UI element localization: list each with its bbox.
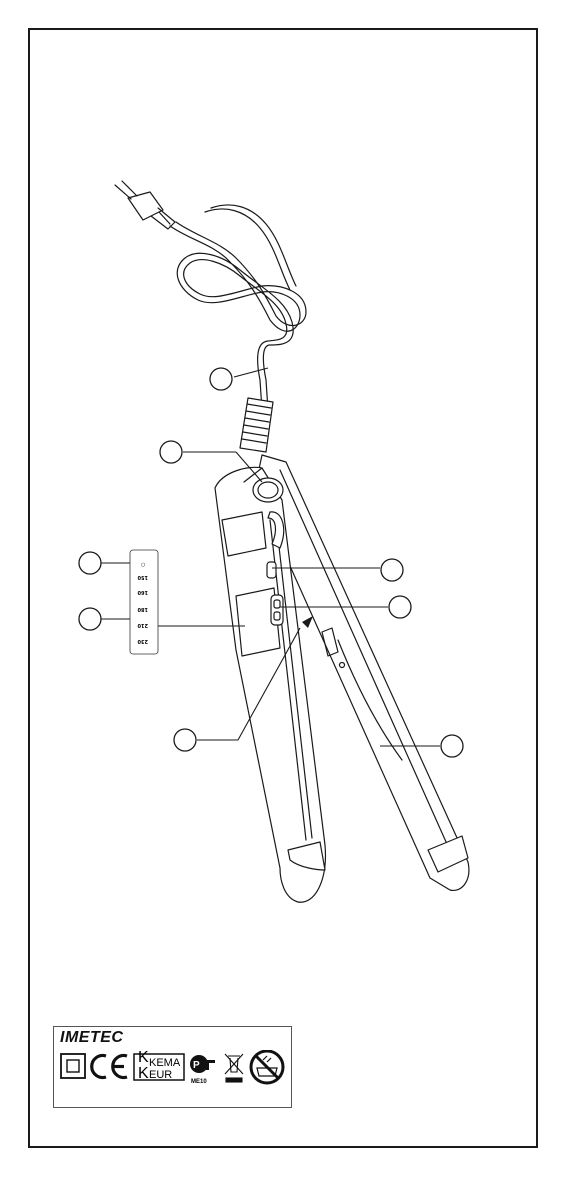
temp-level: 150 xyxy=(137,574,148,580)
temp-level: 160 xyxy=(137,589,148,595)
power-plug xyxy=(115,181,175,229)
callout-circle-selector xyxy=(389,596,411,618)
svg-text:K: K xyxy=(138,1050,149,1066)
callout-circle-switch xyxy=(381,559,403,581)
power-cord xyxy=(170,205,306,410)
weee-crossed-bin-icon xyxy=(225,1054,243,1082)
no-water-use-icon xyxy=(251,1051,283,1083)
gost-mark-icon: P ME10 xyxy=(190,1055,215,1085)
double-insulation-icon xyxy=(61,1054,85,1078)
svg-text:P: P xyxy=(193,1060,200,1071)
svg-text:K: K xyxy=(138,1065,149,1082)
callout-circle-swivel xyxy=(160,441,182,463)
temp-level: 180 xyxy=(137,606,148,612)
cord-strain-relief xyxy=(240,398,273,452)
kema-eur-mark-icon: K K KEMA EUR xyxy=(134,1050,184,1082)
temperature-scale-panel: ○ 150 160 180 210 230 xyxy=(101,550,158,654)
gost-code: ME10 xyxy=(191,1079,207,1085)
callout-circle-temp-scale xyxy=(79,608,101,630)
temp-level: 230 xyxy=(137,638,148,644)
callout-circle-lock xyxy=(174,729,196,751)
temp-indicator-symbol: ○ xyxy=(141,562,145,568)
callout-circle-cord xyxy=(210,368,232,390)
callout-circle-plate xyxy=(441,735,463,757)
kema-line-2: EUR xyxy=(149,1069,172,1081)
callout-circle-indicator xyxy=(79,552,101,574)
ce-mark-icon xyxy=(92,1056,127,1078)
rating-label-box: IMETEC K K KEMA EUR P ME10 xyxy=(53,1026,292,1108)
certification-marks: K K KEMA EUR P ME10 xyxy=(60,1050,288,1090)
brand-logo: IMETEC xyxy=(60,1029,123,1047)
temp-level: 210 xyxy=(137,622,148,628)
kema-line-1: KEMA xyxy=(149,1057,181,1069)
